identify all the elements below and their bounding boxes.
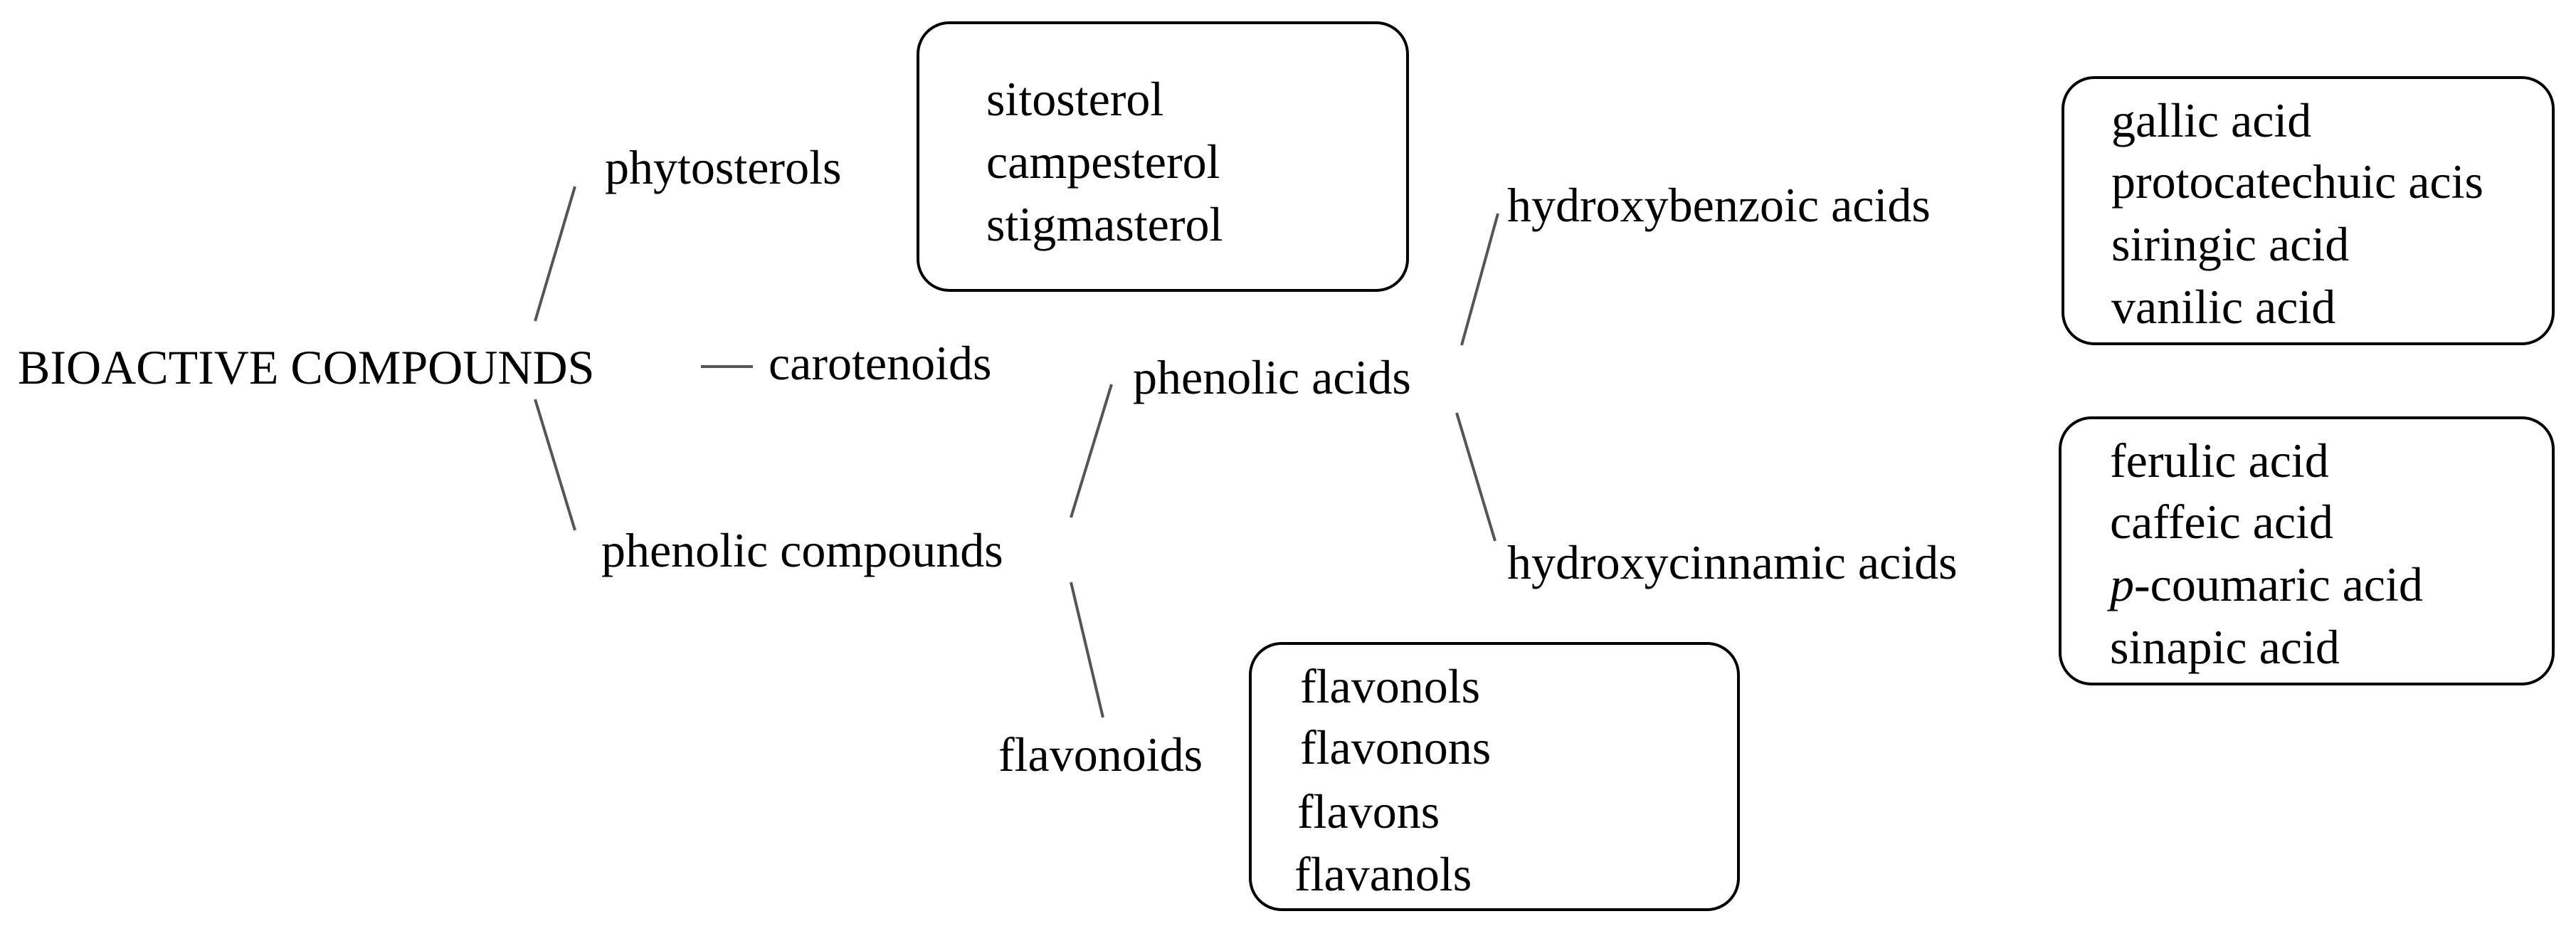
list-item: gallic acid	[2111, 93, 2312, 147]
edge-phenolic-acids-hydroxybenzoic	[1460, 213, 1499, 346]
box-hydroxybenzoic: gallic acid protocatechuic acis siringic…	[2062, 76, 2555, 345]
edge-root-phenolic-compounds	[534, 399, 576, 531]
box-hydroxycinnamic: ferulic acid caffeic acid p-coumaric aci…	[2059, 416, 2555, 685]
edge-root-phytosterols	[534, 186, 576, 322]
list-item: sitosterol	[986, 72, 1164, 126]
list-item: caffeic acid	[2110, 495, 2333, 549]
list-item: flavonols	[1300, 659, 1481, 713]
node-phenolic-acids: phenolic acids	[1133, 350, 1411, 404]
node-phenolic-compounds: phenolic compounds	[601, 523, 1003, 577]
coumaric-suffix: -coumaric acid	[2134, 557, 2423, 611]
list-item: siringic acid	[2111, 217, 2350, 271]
node-hydroxycinnamic-acids: hydroxycinnamic acids	[1507, 535, 1958, 589]
edge-phenolic-compounds-flavonoids	[1070, 582, 1104, 718]
list-item: sinapic acid	[2110, 620, 2340, 674]
node-hydroxybenzoic-acids: hydroxybenzoic acids	[1507, 178, 1931, 232]
list-item: flavons	[1297, 784, 1440, 838]
list-item: p-coumaric acid	[2110, 556, 2423, 613]
list-item: stigmasterol	[986, 197, 1223, 251]
list-item: flavanols	[1294, 847, 1472, 901]
node-bioactive-compounds: BIOACTIVE COMPOUNDS	[18, 340, 595, 394]
edge-phenolic-acids-hydroxycinnamic	[1455, 412, 1496, 542]
list-item: campesterol	[986, 135, 1220, 189]
list-item: vanilic acid	[2111, 280, 2336, 334]
node-phytosterols: phytosterols	[605, 140, 842, 194]
p-prefix: p	[2110, 557, 2134, 611]
edge-phenolic-compounds-phenolic-acids	[1070, 384, 1113, 518]
node-carotenoids: carotenoids	[769, 336, 992, 390]
list-item: protocatechuic acis	[2111, 154, 2483, 209]
list-item: ferulic acid	[2110, 433, 2329, 488]
list-item: flavonons	[1300, 720, 1492, 774]
node-flavonoids: flavonoids	[998, 727, 1203, 782]
box-flavonoids: flavonols flavonons flavons flavanols	[1249, 642, 1740, 911]
box-phytosterols: sitosterol campesterol stigmasterol	[917, 21, 1409, 292]
